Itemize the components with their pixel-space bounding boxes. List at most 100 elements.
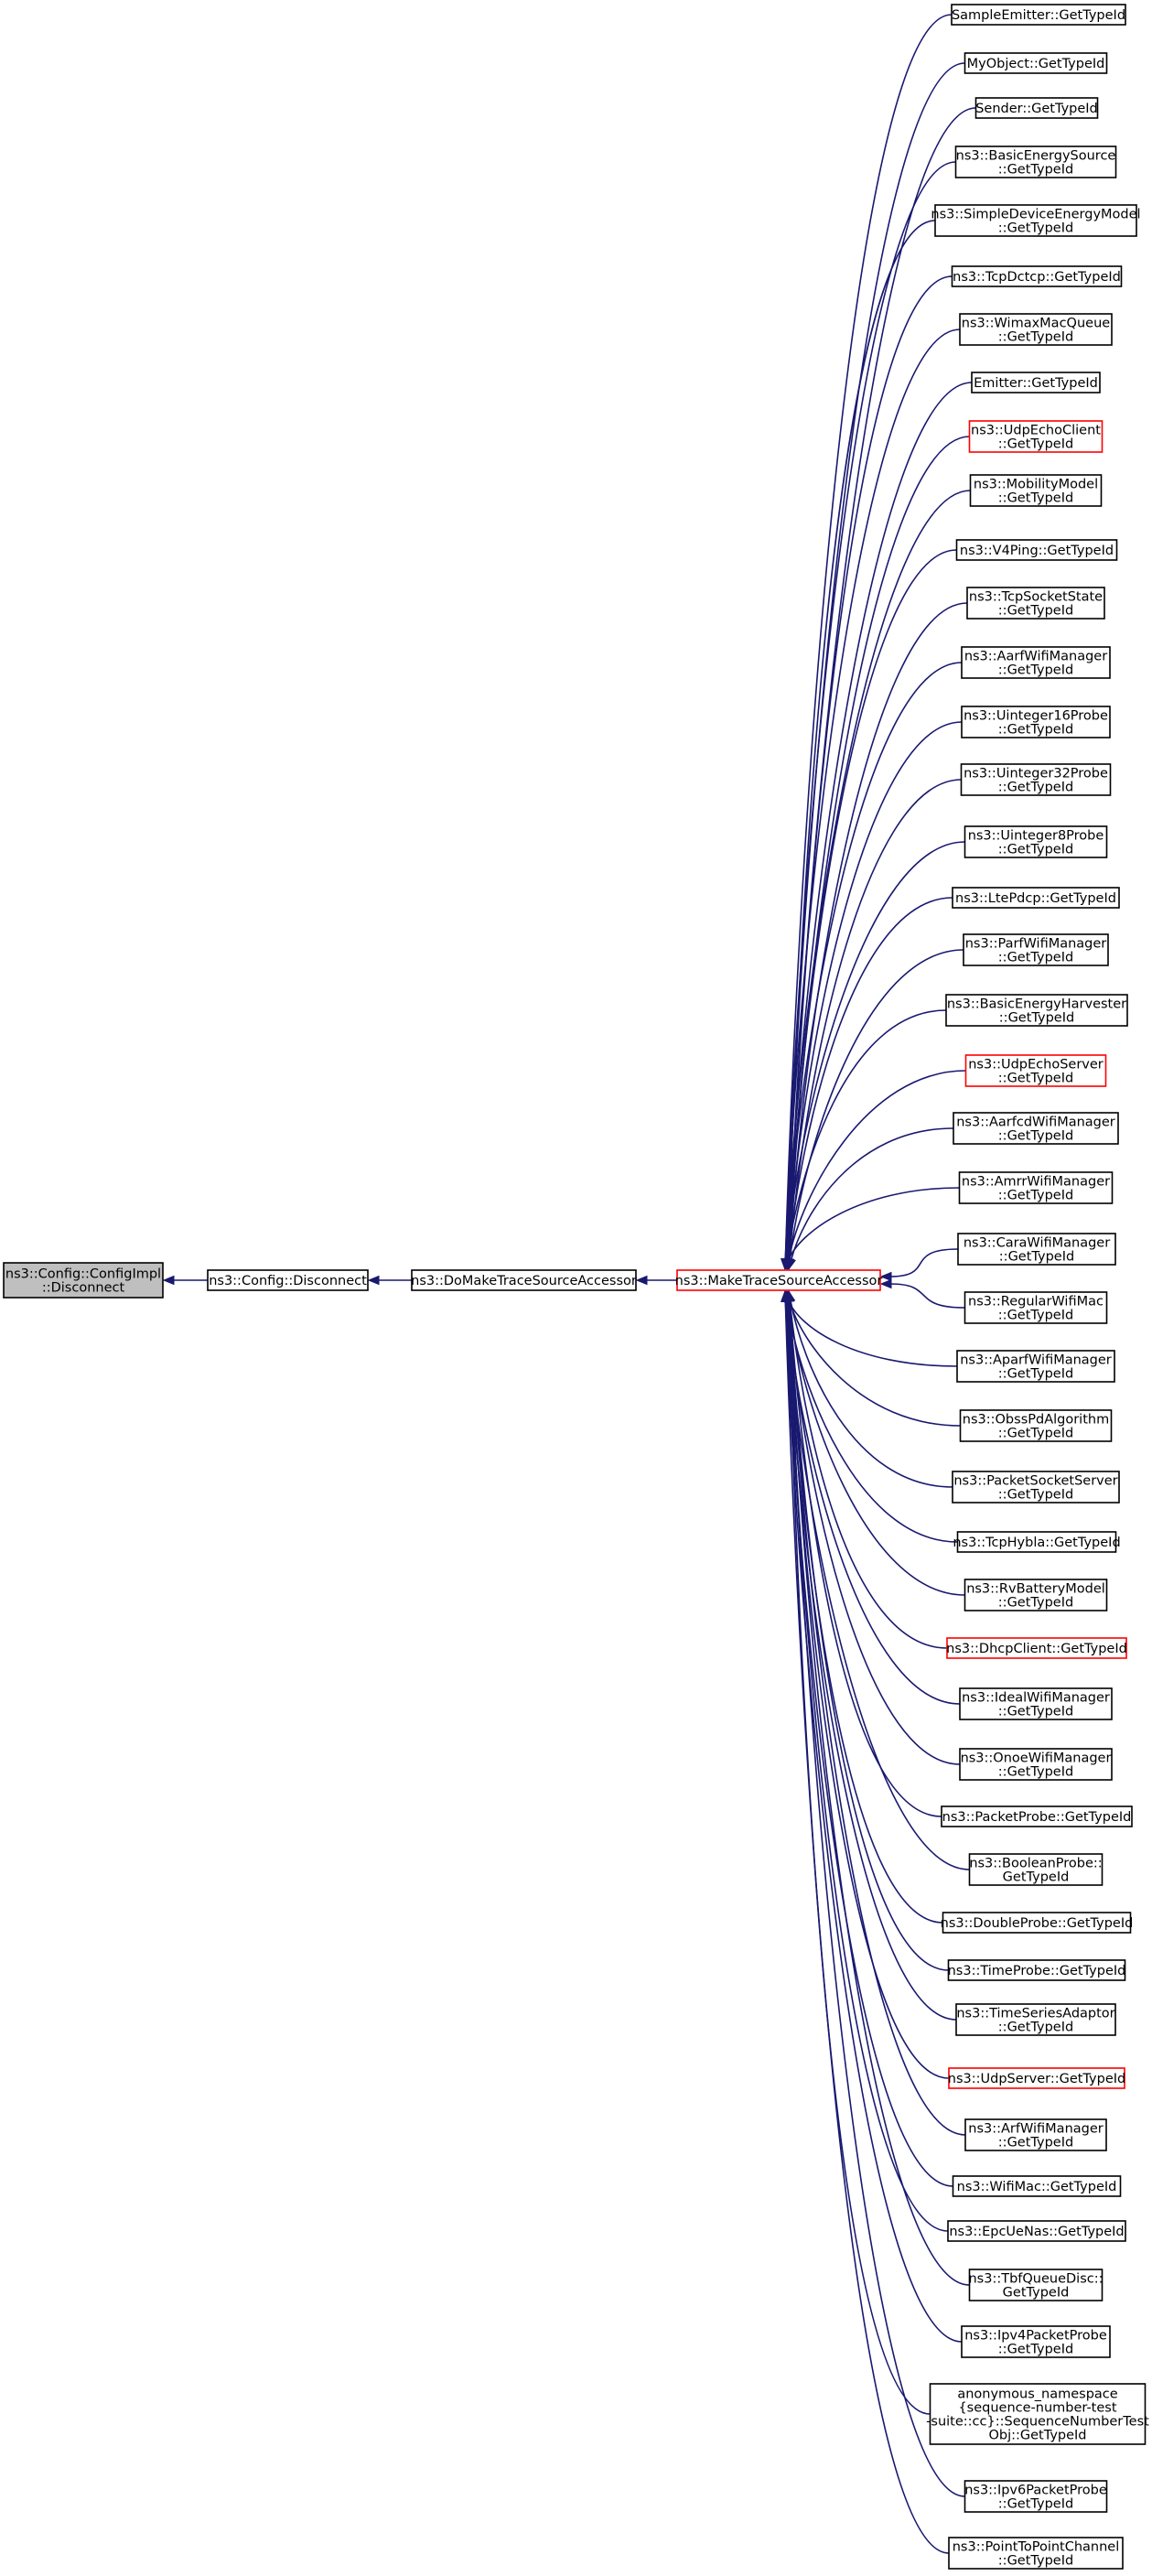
node-sender-gettypeid-box: [974, 97, 1099, 119]
node-doubleprobe-gettypeid-label-1: ns3::DoubleProbe::GetTypeId: [941, 1916, 1134, 1931]
node-tbfqueuedisc-gettypeid[interactable]: ns3::TbfQueueDisc::GetTypeId: [968, 2269, 1104, 2301]
node-tcpsocketstate-gettypeid[interactable]: ns3::TcpSocketState::GetTypeId: [966, 587, 1105, 620]
node-ipv4packetprobe-gettypeid[interactable]: ns3::Ipv4PacketProbe::GetTypeId: [961, 2325, 1111, 2358]
node-regularwifimac-gettypeid[interactable]: ns3::RegularWifiMac::GetTypeId: [964, 1291, 1108, 1324]
node-pointtopointchannel-gettypeid[interactable]: ns3::PointToPointChannel::GetTypeId: [948, 2537, 1124, 2570]
node-packetprobe-gettypeid[interactable]: ns3::PacketProbe::GetTypeId: [941, 1805, 1133, 1827]
node-timeseriesadaptor-gettypeid[interactable]: ns3::TimeSeriesAdaptor::GetTypeId: [955, 2003, 1116, 2036]
node-tcphybla-gettypeid[interactable]: ns3::TcpHybla::GetTypeId: [953, 1531, 1121, 1553]
node-timeprobe-gettypeid[interactable]: ns3::TimeProbe::GetTypeId: [948, 1959, 1126, 1981]
edge-packetprobe-gettypeid-to-make: [788, 1299, 942, 1817]
node-onoewifimanager-gettypeid[interactable]: ns3::OnoeWifiManager::GetTypeId: [959, 1748, 1113, 1781]
node-mobilitymodel-gettypeid[interactable]: ns3::MobilityModel::GetTypeId: [969, 474, 1103, 507]
node-ltepdcp-gettypeid[interactable]: ns3::LtePdcp::GetTypeId: [952, 887, 1120, 909]
node-basicenergysource-gettypeid-label-1: ns3::BasicEnergySource: [956, 149, 1116, 164]
node-udpechoserver-gettypeid[interactable]: ns3::UdpEchoServer::GetTypeId: [964, 1054, 1107, 1087]
node-carawifimanager-gettypeid[interactable]: ns3::CaraWifiManager::GetTypeId: [957, 1233, 1116, 1266]
arrowhead-amrrwifimanager-gettypeid: [784, 1257, 793, 1271]
node-amrrwifimanager-gettypeid[interactable]: ns3::AmrrWifiManager::GetTypeId: [958, 1171, 1114, 1204]
node-anonymous-namespace-sequence-number-test-suite-cc-sequencenumbertestobj-gettypeid-label-3: -suite::cc}::SequenceNumberTest: [926, 2415, 1149, 2430]
edge-carawifimanager-gettypeid-to-make: [889, 1248, 959, 1277]
node-dhcpclient-gettypeid[interactable]: ns3::DhcpClient::GetTypeId: [946, 1637, 1127, 1659]
node-wifimac-gettypeid-box: [952, 2175, 1122, 2197]
node-basicenergysource-gettypeid[interactable]: ns3::BasicEnergySource::GetTypeId: [954, 146, 1117, 178]
node-ipv6packetprobe-gettypeid-label-1: ns3::Ipv6PacketProbe: [964, 2484, 1107, 2498]
node-tcpdctcp-gettypeid[interactable]: ns3::TcpDctcp::GetTypeId: [951, 265, 1123, 287]
node-epcuenas-gettypeid-label-1: ns3::EpcUeNas::GetTypeId: [949, 2225, 1124, 2239]
node-udpserver-gettypeid-box: [948, 2067, 1125, 2089]
node-ipv6packetprobe-gettypeid[interactable]: ns3::Ipv6PacketProbe::GetTypeId: [964, 2480, 1108, 2513]
node-obsspdalgorithm-gettypeid[interactable]: ns3::ObssPdAlgorithm::GetTypeId: [959, 1409, 1113, 1442]
node-domake[interactable]: ns3::DoMakeTraceSourceAccessor: [411, 1269, 637, 1291]
node-obsspdalgorithm-gettypeid-label-1: ns3::ObssPdAlgorithm: [963, 1413, 1109, 1428]
node-udpserver-gettypeid[interactable]: ns3::UdpServer::GetTypeId: [948, 2067, 1125, 2089]
node-wimaxmacqueue-gettypeid[interactable]: ns3::WimaxMacQueue::GetTypeId: [959, 313, 1113, 346]
node-config-disconnect-label-1: ns3::Config::Disconnect: [209, 1274, 367, 1288]
edge-uinteger16probe-gettypeid-to-make: [786, 721, 963, 1261]
node-epcuenas-gettypeid-box: [947, 2220, 1126, 2242]
node-domake-box: [411, 1269, 637, 1291]
node-udpechoclient-gettypeid-label-1: ns3::UdpEchoClient: [971, 424, 1101, 438]
node-idealwifimanager-gettypeid[interactable]: ns3::IdealWifiManager::GetTypeId: [959, 1687, 1113, 1720]
node-parfwifimanager-gettypeid-box: [963, 933, 1109, 966]
node-rvbatterymodel-gettypeid[interactable]: ns3::RvBatteryModel::GetTypeId: [964, 1579, 1108, 1611]
node-udpechoserver-gettypeid-label-1: ns3::UdpEchoServer: [968, 1058, 1104, 1072]
node-configimpl[interactable]: ns3::Config::ConfigImpl::Disconnect: [3, 1262, 164, 1299]
node-sender-gettypeid-label-1: Sender::GetTypeId: [975, 102, 1098, 116]
node-anonymous-namespace-sequence-number-test-suite-cc-sequencenumbertestobj-gettypeid-label-2: {sequence-number-test: [958, 2401, 1116, 2416]
node-myobject-gettypeid[interactable]: MyObject::GetTypeId: [964, 52, 1108, 74]
node-uinteger16probe-gettypeid[interactable]: ns3::Uinteger16Probe::GetTypeId: [961, 706, 1111, 738]
node-booleanprobe-gettypeid[interactable]: ns3::BooleanProbe::GetTypeId: [968, 1853, 1104, 1886]
node-arfwifimanager-gettypeid[interactable]: ns3::ArfWifiManager::GetTypeId: [964, 2118, 1107, 2151]
node-basicenergysource-gettypeid-label-2: ::GetTypeId: [998, 163, 1073, 178]
arrowhead-regularwifimac-gettypeid: [879, 1278, 892, 1289]
arrowhead-config-disconnect: [367, 1275, 380, 1286]
node-udpechoclient-gettypeid[interactable]: ns3::UdpEchoClient::GetTypeId: [968, 420, 1104, 453]
node-regularwifimac-gettypeid-label-1: ns3::RegularWifiMac: [968, 1295, 1104, 1310]
node-rvbatterymodel-gettypeid-label-1: ns3::RvBatteryModel: [966, 1582, 1105, 1597]
node-basicenergyharvester-gettypeid[interactable]: ns3::BasicEnergyHarvester::GetTypeId: [945, 994, 1128, 1027]
node-config-disconnect-box: [207, 1269, 369, 1291]
node-tbfqueuedisc-gettypeid-label-1: ns3::TbfQueueDisc::: [968, 2272, 1103, 2287]
node-onoewifimanager-gettypeid-label-2: ::GetTypeId: [998, 1765, 1073, 1780]
node-doubleprobe-gettypeid[interactable]: ns3::DoubleProbe::GetTypeId: [941, 1912, 1134, 1934]
node-aarfwifimanager-gettypeid-box: [961, 646, 1111, 679]
node-aarfwifimanager-gettypeid-label-1: ns3::AarfWifiManager: [964, 650, 1107, 664]
node-sampleemitter-gettypeid-label-1: SampleEmitter::GetTypeId: [952, 8, 1125, 23]
node-arfwifimanager-gettypeid-label-2: ::GetTypeId: [998, 2136, 1073, 2150]
node-anonymous-namespace-sequence-number-test-suite-cc-sequencenumbertestobj-gettypeid[interactable]: anonymous_namespace{sequence-number-test…: [926, 2383, 1149, 2445]
node-epcuenas-gettypeid[interactable]: ns3::EpcUeNas::GetTypeId: [947, 2220, 1126, 2242]
node-make[interactable]: ns3::MakeTraceSourceAccessor: [675, 1269, 883, 1291]
node-uinteger32probe-gettypeid-label-2: ::GetTypeId: [998, 781, 1073, 795]
edge-obsspdalgorithm-gettypeid-to-make: [788, 1299, 961, 1427]
node-idealwifimanager-gettypeid-label-1: ns3::IdealWifiManager: [962, 1691, 1110, 1706]
node-pointtopointchannel-gettypeid-label-2: ::GetTypeId: [998, 2554, 1073, 2569]
node-uinteger16probe-gettypeid-label-2: ::GetTypeId: [998, 723, 1073, 738]
edge-sampleemitter-gettypeid-to-make: [784, 14, 953, 1261]
node-uinteger8probe-gettypeid[interactable]: ns3::Uinteger8Probe::GetTypeId: [964, 825, 1108, 858]
node-regularwifimac-gettypeid-label-2: ::GetTypeId: [998, 1309, 1073, 1323]
node-packetsocketserver-gettypeid[interactable]: ns3::PacketSocketServer::GetTypeId: [952, 1471, 1120, 1504]
node-aparfwifimanager-gettypeid-label-1: ns3::AparfWifiManager: [960, 1353, 1112, 1368]
node-uinteger32probe-gettypeid-label-1: ns3::Uinteger32Probe: [964, 767, 1108, 781]
node-udpechoserver-gettypeid-label-2: ::GetTypeId: [998, 1072, 1073, 1086]
node-anonymous-namespace-sequence-number-test-suite-cc-sequencenumbertestobj-gettypeid-label-4: Obj::GetTypeId: [988, 2429, 1086, 2443]
node-wifimac-gettypeid[interactable]: ns3::WifiMac::GetTypeId: [952, 2175, 1122, 2197]
node-aparfwifimanager-gettypeid[interactable]: ns3::AparfWifiManager::GetTypeId: [956, 1350, 1115, 1383]
node-sender-gettypeid[interactable]: Sender::GetTypeId: [974, 97, 1099, 119]
node-booleanprobe-gettypeid-box: [968, 1853, 1104, 1886]
node-v4ping-gettypeid[interactable]: ns3::V4Ping::GetTypeId: [955, 539, 1118, 561]
node-parfwifimanager-gettypeid[interactable]: ns3::ParfWifiManager::GetTypeId: [963, 933, 1109, 966]
node-parfwifimanager-gettypeid-label-1: ns3::ParfWifiManager: [965, 937, 1107, 952]
edge-arfwifimanager-gettypeid-to-make: [788, 1299, 966, 2136]
node-config-disconnect[interactable]: ns3::Config::Disconnect: [207, 1269, 369, 1291]
node-aarfcdwifimanager-gettypeid[interactable]: ns3::AarfcdWifiManager::GetTypeId: [953, 1112, 1119, 1145]
node-simpledeviceenergymodel-gettypeid[interactable]: ns3::SimpleDeviceEnergyModel::GetTypeId: [931, 204, 1141, 237]
node-arfwifimanager-gettypeid-box: [964, 2118, 1107, 2151]
node-uinteger32probe-gettypeid[interactable]: ns3::Uinteger32Probe::GetTypeId: [960, 763, 1112, 796]
node-sampleemitter-gettypeid[interactable]: SampleEmitter::GetTypeId: [951, 4, 1126, 26]
node-aarfwifimanager-gettypeid[interactable]: ns3::AarfWifiManager::GetTypeId: [961, 646, 1111, 679]
node-udpechoserver-gettypeid-box: [964, 1054, 1107, 1087]
node-aparfwifimanager-gettypeid-label-2: ::GetTypeId: [998, 1367, 1073, 1382]
node-emitter-gettypeid[interactable]: Emitter::GetTypeId: [971, 372, 1101, 393]
